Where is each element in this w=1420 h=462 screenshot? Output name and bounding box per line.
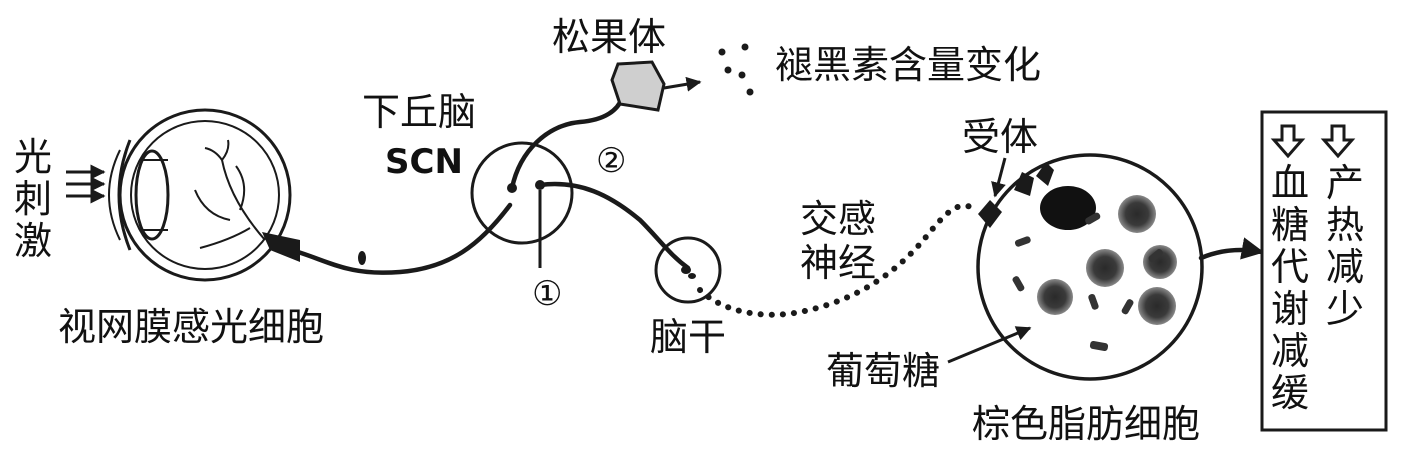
brainstem-label: 脑干 — [650, 315, 726, 359]
svg-text:缓: 缓 — [1271, 371, 1309, 415]
eye-icon — [108, 108, 300, 282]
sympathetic-nerve — [697, 202, 981, 318]
brown-fat-cell-icon — [976, 153, 1204, 381]
sympathetic-label-2: 神经 — [800, 241, 876, 285]
optic-nerve — [295, 202, 513, 275]
result-box — [1260, 110, 1388, 432]
receptor-label: 受体 — [962, 115, 1038, 159]
result-arrow — [1198, 237, 1265, 261]
pineal-label: 松果体 — [552, 15, 666, 59]
sympathetic-label-1: 交感 — [800, 197, 876, 241]
retina-label: 视网膜感光细胞 — [58, 305, 324, 349]
svg-text:热: 热 — [1326, 203, 1364, 247]
light-stimulus-label: 光 刺 激 — [14, 135, 52, 263]
scn-circle — [470, 141, 574, 245]
svg-text:刺: 刺 — [14, 177, 52, 221]
svg-text:少: 少 — [1326, 287, 1364, 331]
svg-text:光: 光 — [14, 135, 52, 179]
hypothalamus-label: 下丘脑 — [362, 90, 476, 134]
scn-label: SCN — [385, 142, 463, 182]
svg-text:谢: 谢 — [1271, 287, 1309, 331]
svg-text:激: 激 — [14, 219, 52, 263]
pineal-gland-icon — [610, 60, 666, 112]
svg-text:减: 减 — [1326, 245, 1364, 289]
marker-2: ② — [596, 141, 626, 181]
scn-to-pineal-nerve — [509, 95, 625, 191]
light-arrows — [66, 164, 106, 204]
svg-text:糖: 糖 — [1271, 203, 1309, 247]
glucose-label: 葡萄糖 — [826, 349, 940, 393]
svg-text:减: 减 — [1271, 329, 1309, 373]
svg-text:代: 代 — [1271, 245, 1309, 289]
brown-fat-label: 棕色脂肪细胞 — [972, 402, 1200, 446]
result-column-2: 产 热 减 少 — [1326, 161, 1364, 331]
neuron-body — [358, 251, 366, 265]
scn-to-brainstem-nerve — [537, 181, 691, 271]
melatonin-dots-icon — [718, 43, 754, 96]
svg-text:产: 产 — [1326, 161, 1364, 205]
glucose-pointer — [947, 326, 1032, 364]
svg-text:血: 血 — [1271, 161, 1309, 205]
result-column-1: 血 糖 代 谢 减 缓 — [1271, 161, 1309, 415]
receptor-pointer — [991, 157, 1007, 198]
pineal-arrow — [663, 76, 702, 92]
melatonin-label: 褪黑素含量变化 — [775, 43, 1041, 87]
brainstem-circle — [654, 236, 722, 304]
marker-1: ① — [532, 274, 562, 314]
down-arrow-icon — [1270, 124, 1356, 159]
